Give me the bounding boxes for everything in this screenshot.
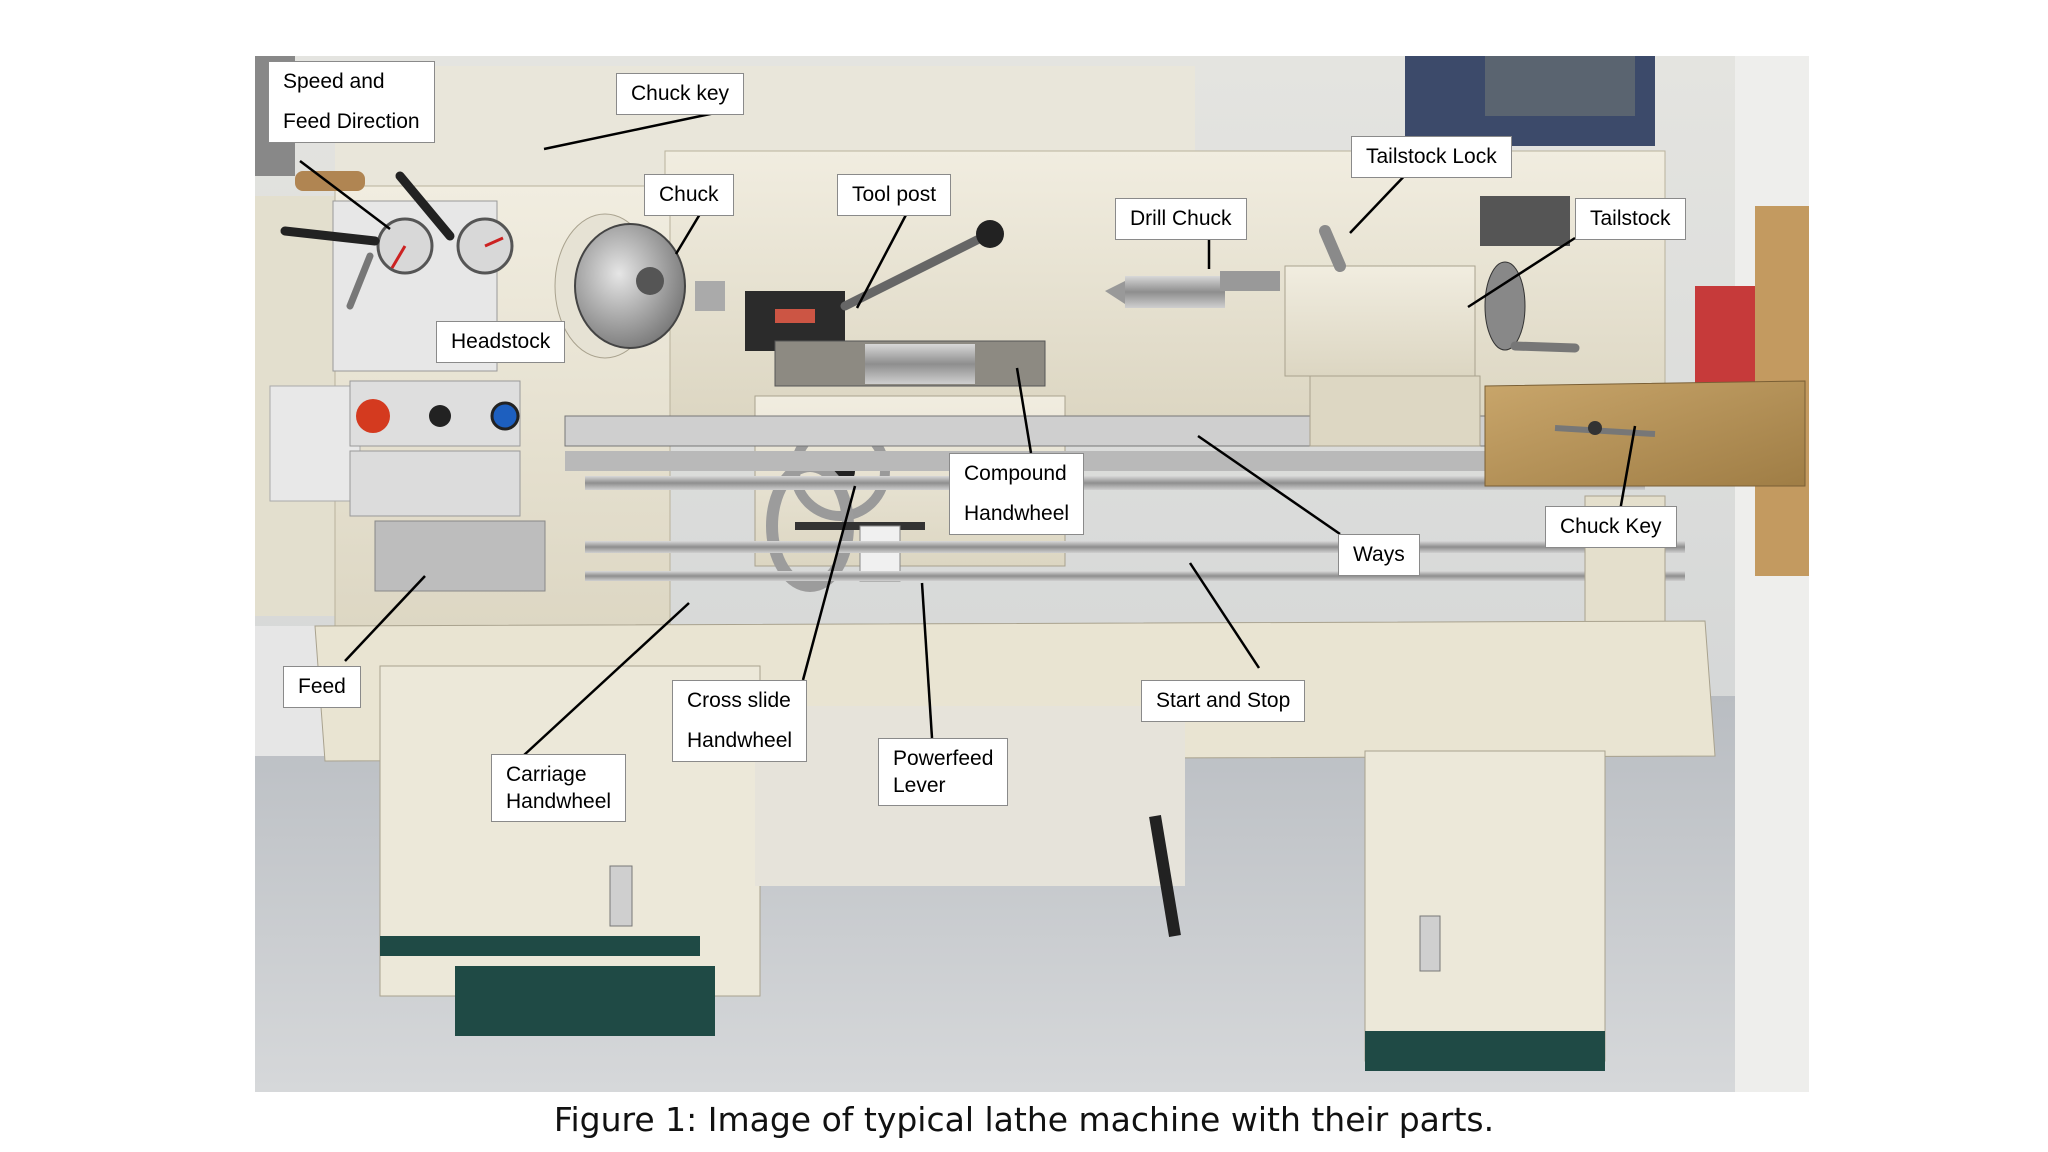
label-tailstock: Tailstock	[1575, 198, 1686, 240]
chuck	[554, 213, 725, 359]
tailstock	[1105, 196, 1580, 447]
label-chuck-key-top: Chuck key	[616, 73, 745, 115]
label-feed: Feed	[283, 666, 361, 708]
leader-compound	[1015, 367, 1033, 454]
leader-speed-feed	[299, 160, 391, 230]
leader-chuck	[674, 213, 702, 255]
leader-tool-post	[855, 210, 910, 309]
leader-tailstock-lock	[1349, 169, 1411, 234]
label-chuck-key-right: Chuck Key	[1545, 506, 1677, 548]
leader-carriage	[522, 602, 690, 757]
leader-powerfeed	[920, 582, 934, 739]
label-tailstock-lock: Tailstock Lock	[1351, 136, 1512, 178]
lathe-illustration	[255, 56, 1809, 1092]
label-ways: Ways	[1338, 534, 1420, 576]
label-headstock: Headstock	[436, 321, 566, 363]
leader-chuck-key-right	[1618, 425, 1637, 512]
label-tool-post: Tool post	[837, 174, 952, 216]
leader-lines	[299, 111, 1637, 757]
label-start-and-stop: Start and Stop	[1141, 680, 1306, 722]
leader-start-stop	[1188, 562, 1261, 669]
label-chuck: Chuck	[644, 174, 734, 216]
leader-chuck-key-top	[543, 111, 716, 151]
leader-feed	[344, 575, 426, 662]
leader-cross-slide	[801, 485, 857, 681]
figure-caption: Figure 1: Image of typical lathe machine…	[553, 1100, 1495, 1139]
leader-ways	[1197, 434, 1341, 536]
label-drill-chuck: Drill Chuck	[1115, 198, 1247, 240]
wood-board	[1484, 380, 1806, 487]
leader-tailstock	[1467, 236, 1576, 309]
